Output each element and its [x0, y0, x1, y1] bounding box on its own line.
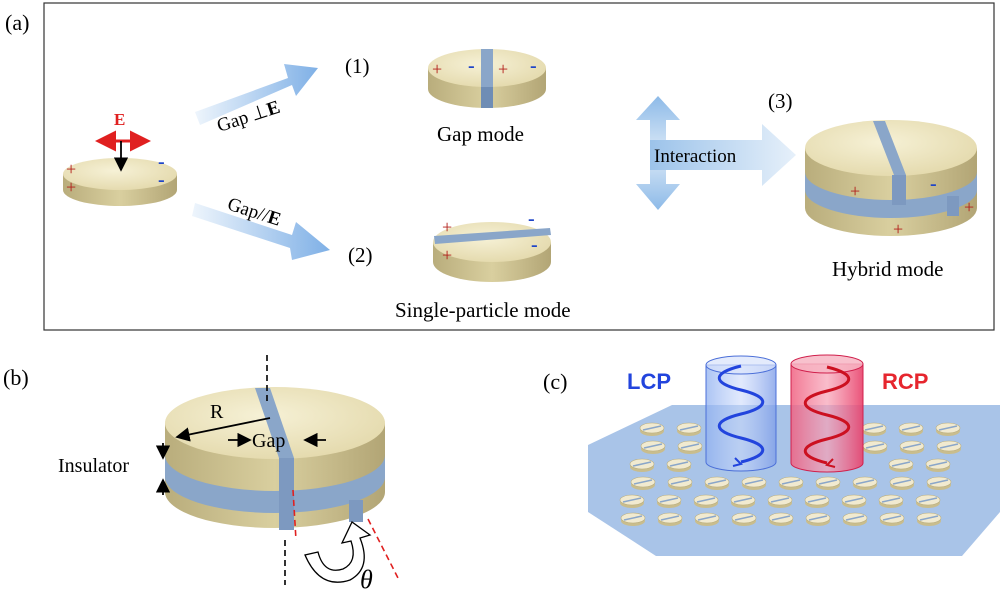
charge-minus: -: [530, 55, 537, 77]
nanoparticle-gap: [771, 515, 791, 521]
arrow-perp-label: Gap⊥E: [214, 97, 282, 137]
nanoparticle-gap: [680, 443, 700, 449]
nanoparticle-gap: [818, 479, 838, 485]
nanoparticle-gap: [670, 479, 690, 485]
nanoparticle-gap: [864, 425, 884, 431]
nanoparticle-gap: [855, 479, 875, 485]
arrow-par-icon: [192, 203, 330, 260]
nanoparticle-gap: [659, 497, 679, 503]
nanoparticle-gap: [697, 515, 717, 521]
charge-minus: -: [528, 208, 535, 230]
lcp-beam: [705, 355, 777, 472]
mode-number-2: (2): [348, 243, 373, 267]
detail-disk: [165, 387, 385, 530]
initial-disk: [63, 158, 177, 206]
nanoparticle-gap: [808, 515, 828, 521]
nanoparticle-gap: [891, 461, 911, 467]
single-particle-label: Single-particle mode: [395, 298, 571, 322]
nanoparticle-gap: [633, 479, 653, 485]
nanoparticle-gap: [632, 461, 652, 467]
nanoparticle-gap: [781, 479, 801, 485]
field-label: E: [114, 110, 125, 129]
charge-plus: +: [66, 177, 76, 197]
lcp-helix-icon: [718, 364, 764, 464]
radius-label: R: [210, 401, 224, 423]
rcp-helix-icon: [804, 365, 850, 465]
radius-arrow-icon: [175, 417, 271, 442]
nanoparticle-gap: [807, 497, 827, 503]
gap-label: Gap: [252, 430, 285, 452]
charge-plus: +: [964, 197, 974, 217]
rotation-arrow-icon: [304, 521, 372, 583]
nanoparticle-gap: [939, 443, 959, 449]
charge-plus: +: [893, 219, 903, 239]
nanoparticle-gap: [938, 425, 958, 431]
nanoparticle-gap: [844, 497, 864, 503]
charge-plus: +: [442, 245, 452, 265]
charge-minus: -: [158, 151, 165, 173]
charge-minus: -: [930, 173, 937, 195]
nanoparticle-gap: [865, 443, 885, 449]
charge-plus: +: [432, 59, 442, 79]
nanoparticle-gap: [918, 497, 938, 503]
nanoparticle-gap: [928, 461, 948, 467]
rcp-beam: [790, 354, 864, 473]
nanoparticle-gap: [642, 425, 662, 431]
panel-c-label: (c): [543, 369, 567, 394]
nanoparticle-gap: [770, 497, 790, 503]
interaction-label: Interaction: [654, 146, 737, 167]
nanoparticle-gap: [881, 497, 901, 503]
panel-a-frame: [43, 2, 995, 331]
gap-mode-disk: [428, 49, 546, 108]
nanoparticle-array: [619, 422, 962, 526]
nanoparticle-gap: [919, 515, 939, 521]
charge-plus: +: [442, 217, 452, 237]
rotated-axis-line: [292, 489, 297, 541]
angle-label: θ: [360, 565, 373, 594]
nanoparticle-gap: [845, 515, 865, 521]
charge-plus: +: [66, 159, 76, 179]
charge-plus: +: [850, 181, 860, 201]
nanoparticle-gap: [669, 461, 689, 467]
charge-minus: -: [158, 169, 165, 191]
field-arrow-icon: [95, 130, 151, 172]
rotated-axis-line: [367, 518, 399, 579]
nanoparticle-gap: [892, 479, 912, 485]
nanoparticle-gap: [744, 479, 764, 485]
charge-minus: -: [468, 55, 475, 77]
nanoparticle-gap: [901, 425, 921, 431]
hybrid-mode-label: Hybrid mode: [832, 257, 943, 281]
mode-number-3: (3): [768, 89, 793, 113]
rcp-label: RCP: [882, 369, 928, 394]
nanoparticle-gap: [696, 497, 716, 503]
panel-a-label: (a): [5, 10, 29, 35]
interaction-arrow-icon: [636, 96, 796, 210]
nanoparticle-gap: [734, 515, 754, 521]
charge-plus: +: [498, 59, 508, 79]
nanoparticle-gap: [902, 443, 922, 449]
arrow-perp-icon: [195, 64, 318, 125]
single-particle-disk: [433, 222, 551, 282]
panel-b-label: (b): [3, 365, 29, 390]
nanoparticle-gap: [679, 425, 699, 431]
nanoparticle-gap: [733, 497, 753, 503]
lcp-label: LCP: [627, 369, 671, 394]
mode-number-1: (1): [345, 54, 370, 78]
charge-minus: -: [531, 234, 538, 256]
nanoparticle-gap: [623, 515, 643, 521]
nanoparticle-gap: [882, 515, 902, 521]
nanoparticle-gap: [929, 479, 949, 485]
nanoparticle-gap: [707, 479, 727, 485]
nanoparticle-gap: [643, 443, 663, 449]
nanoparticle-gap: [660, 515, 680, 521]
hybrid-mode-disk: [805, 120, 977, 236]
nanoparticle-gap: [622, 497, 642, 503]
insulator-label: Insulator: [58, 455, 129, 477]
gap-mode-label: Gap mode: [437, 122, 524, 146]
